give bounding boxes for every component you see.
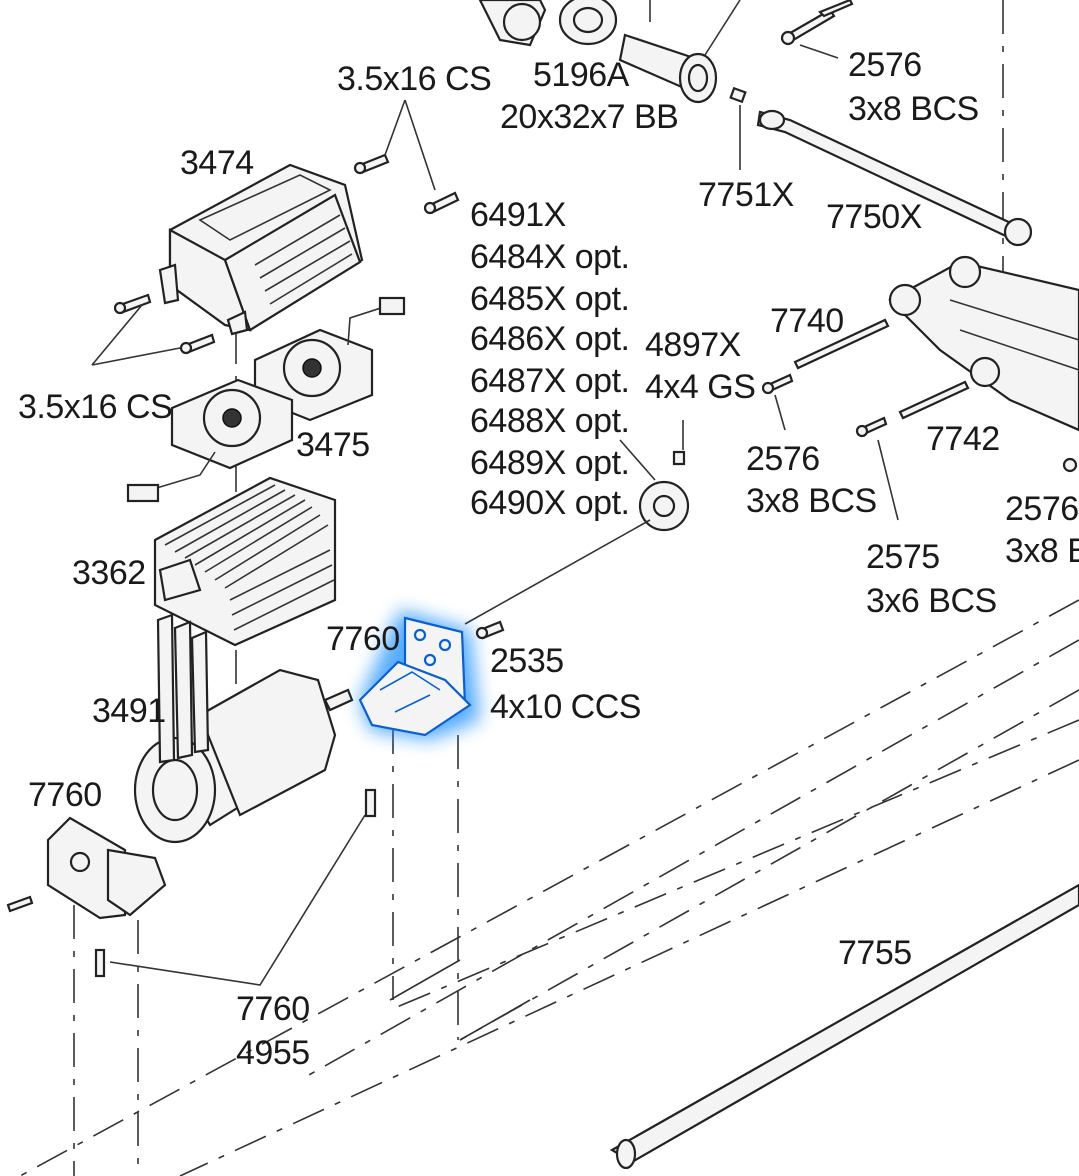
highlighted-motor-mount-7760[interactable] xyxy=(358,610,505,740)
label-7751x: 7751X xyxy=(698,176,794,214)
label-7755: 7755 xyxy=(838,934,912,972)
label-4x4gs: 4x4 GS xyxy=(645,368,755,406)
label-2575: 2575 xyxy=(866,538,940,576)
label-7760-c: 7760 xyxy=(236,990,310,1028)
label-2576-a: 2576 xyxy=(848,46,922,84)
label-6486x: 6486X opt. xyxy=(470,320,629,358)
cooling-fans-3475 xyxy=(126,296,406,503)
label-4955: 4955 xyxy=(236,1034,310,1072)
output-cup xyxy=(618,0,741,104)
label-7740: 7740 xyxy=(770,302,844,340)
heat-sink-3362 xyxy=(153,476,337,647)
label-6488x: 6488X opt. xyxy=(470,402,629,440)
driveshaft-7750x xyxy=(729,86,1033,247)
label-3x8b-c: 3x8 B xyxy=(1005,532,1079,570)
label-6485x: 6485X opt. xyxy=(470,280,629,318)
label-2576-b: 2576 xyxy=(746,440,820,478)
shroud-screws xyxy=(113,153,460,355)
label-5196a: 5196A xyxy=(533,56,630,94)
label-2535: 2535 xyxy=(490,642,564,680)
label-6491x: 6491X xyxy=(470,196,566,234)
label-3x6bcs: 3x6 BCS xyxy=(866,582,997,620)
output-bearing-5196a xyxy=(478,0,651,47)
label-7760-b: 7760 xyxy=(28,776,102,814)
label-3x8bcs-a: 3x8 BCS xyxy=(848,90,979,128)
pinion-gear-6491x xyxy=(638,450,690,532)
label-7750x: 7750X xyxy=(826,198,922,236)
label-2576-c: 2576 xyxy=(1005,490,1079,528)
fan-shroud-3474 xyxy=(158,163,364,336)
label-20x32x7bb: 20x32x7 BB xyxy=(500,98,678,136)
label-3474: 3474 xyxy=(180,144,254,182)
label-4897x: 4897X xyxy=(645,326,741,364)
suspension-arms xyxy=(761,255,1079,473)
label-3362: 3362 xyxy=(72,554,146,592)
label-4x10ccs: 4x10 CCS xyxy=(490,688,641,726)
label-6487x: 6487X opt. xyxy=(470,362,629,400)
motor-mount-7760-left xyxy=(6,788,377,978)
label-3491: 3491 xyxy=(92,692,166,730)
label-3x8bcs-b: 3x8 BCS xyxy=(746,482,877,520)
screws-top-right xyxy=(780,0,854,46)
label-6490x: 6490X opt. xyxy=(470,484,629,522)
label-3-5x16cs-left: 3.5x16 CS xyxy=(18,388,172,426)
chassis-centerlines xyxy=(19,0,1079,1176)
label-6484x: 6484X opt. xyxy=(470,238,629,276)
label-6489x: 6489X opt. xyxy=(470,444,629,482)
label-3475: 3475 xyxy=(296,426,370,464)
driveshaft-7755 xyxy=(389,883,1079,1170)
part-labels: 3.5x16 CS 5196A 20x32x7 BB 2576 3x8 BCS … xyxy=(18,46,1079,1072)
motor-3491 xyxy=(133,613,354,844)
label-7742: 7742 xyxy=(926,420,1000,458)
leader-lines xyxy=(91,44,899,986)
label-3-5x16cs-top: 3.5x16 CS xyxy=(337,60,491,98)
label-7760-a: 7760 xyxy=(326,620,400,658)
